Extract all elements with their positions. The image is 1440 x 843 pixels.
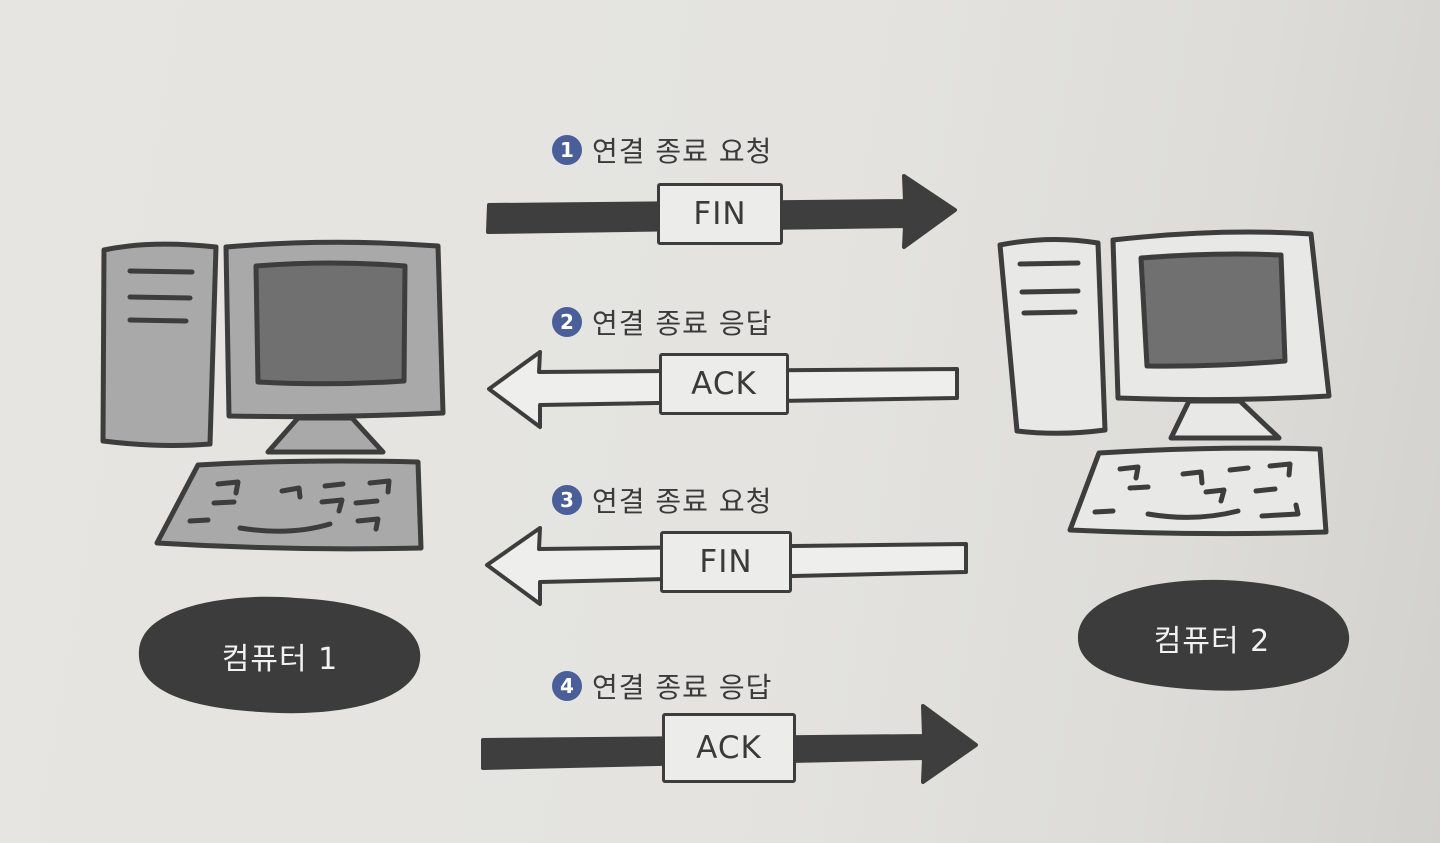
computer-2-keyboard xyxy=(1067,445,1329,537)
computer-2-label-blob xyxy=(1077,579,1350,691)
step-1-number-badge: 1 xyxy=(552,135,582,165)
packet-box-fin-3: FIN xyxy=(660,531,792,593)
packet-box-ack-2: ACK xyxy=(659,353,789,415)
step-1-label: 1 연결 종료 요청 xyxy=(552,130,772,170)
computer-1-label-blob xyxy=(138,596,421,714)
step-3-number-badge: 3 xyxy=(552,485,582,515)
computer-1-stand xyxy=(265,415,386,455)
computer-2-icon xyxy=(997,229,1332,537)
packet-box-ack-4: ACK xyxy=(662,713,796,783)
step-3-label: 3 연결 종료 요청 xyxy=(552,480,772,520)
computer-2-label: 컴퓨터 2 xyxy=(1153,624,1271,659)
step-2-text: 연결 종료 응답 xyxy=(592,307,773,340)
computer-2-screen xyxy=(1138,251,1288,369)
computer-1-tower xyxy=(100,241,219,448)
computer-1-icon xyxy=(100,239,446,552)
computer-1-keyboard xyxy=(154,458,424,552)
step-2-number-badge: 2 xyxy=(552,307,582,337)
step-4-text: 연결 종료 응답 xyxy=(592,671,773,704)
computer-1-screen xyxy=(253,260,408,387)
step-1-text: 연결 종료 요청 xyxy=(592,135,773,168)
step-4-number-badge: 4 xyxy=(552,671,582,701)
step-4-label: 4 연결 종료 응답 xyxy=(552,666,772,706)
packet-box-fin-1: FIN xyxy=(657,183,783,245)
computer-2-tower xyxy=(997,236,1108,436)
computer-1-label: 컴퓨터 1 xyxy=(221,642,339,677)
computer-2-stand xyxy=(1168,398,1282,441)
step-3-text: 연결 종료 요청 xyxy=(592,485,773,518)
step-2-label: 2 연결 종료 응답 xyxy=(552,302,772,342)
